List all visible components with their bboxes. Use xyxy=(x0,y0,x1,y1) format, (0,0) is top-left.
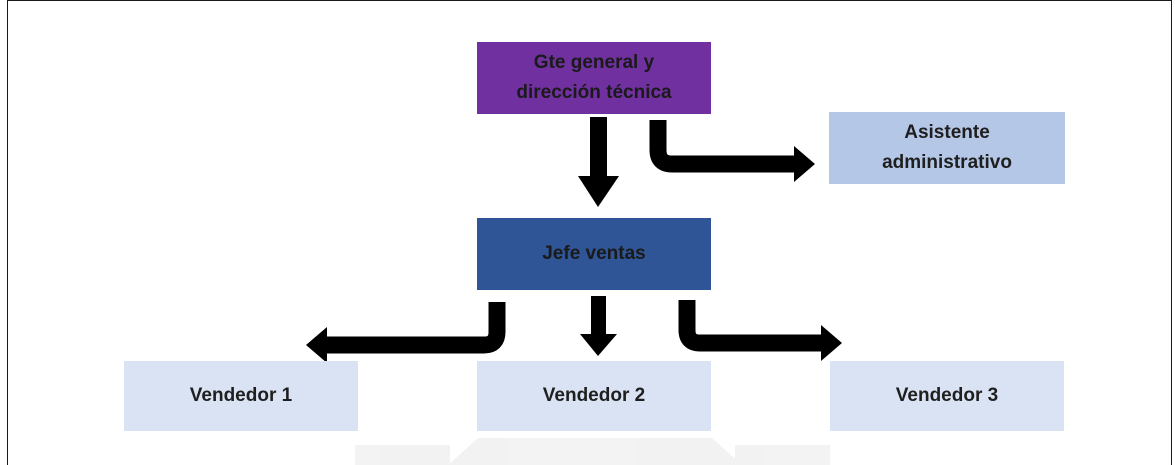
arrow-jefe-to-vendedor3 xyxy=(678,300,842,361)
arrow-jefe-to-vendedor1 xyxy=(306,302,506,363)
node-vendedor-3: Vendedor 3 xyxy=(830,361,1064,431)
node-asistente: Asistente administrativo xyxy=(829,112,1065,184)
diagram-frame xyxy=(7,0,1172,465)
arrow-gerente-to-asistente xyxy=(649,120,815,182)
watermark-logo xyxy=(355,438,830,465)
node-vendedor-2: Vendedor 2 xyxy=(477,361,711,431)
arrow-gerente-to-jefe xyxy=(578,117,619,207)
node-jefe-ventas: Jefe ventas xyxy=(477,218,711,290)
node-vendedor-1: Vendedor 1 xyxy=(124,361,358,431)
arrow-jefe-to-vendedor2 xyxy=(580,296,617,356)
node-gerente: Gte general y dirección técnica xyxy=(477,42,711,114)
